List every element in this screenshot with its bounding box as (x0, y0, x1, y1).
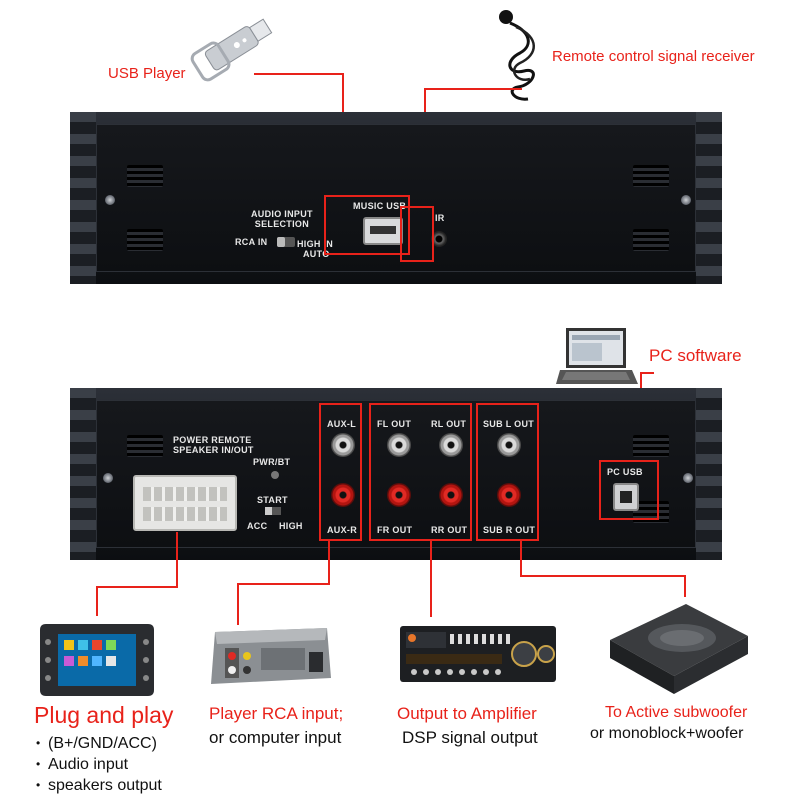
pwr-bt-label: PWR/BT (253, 457, 291, 467)
auto-label: AUTO (303, 249, 330, 259)
laptop-icon (556, 328, 638, 384)
power-speaker-harness-connector[interactable] (133, 475, 237, 531)
player-rca-subtitle: or computer input (209, 728, 342, 747)
pc-usb-port[interactable] (613, 483, 639, 511)
high-in-label: HIGH IN (297, 239, 334, 249)
music-usb-label: MUSIC USB (353, 201, 407, 211)
aux-r-jack[interactable] (331, 483, 355, 507)
player-rca-title: Player RCA input; (209, 704, 344, 723)
plug-and-play-title: Plug and play (34, 702, 174, 728)
sub-r-out-jack[interactable] (497, 483, 521, 507)
rl-out-jack[interactable] (439, 433, 463, 457)
aux-l-jack[interactable] (331, 433, 355, 457)
speaker-in-out-label: SPEAKER IN/OUT (173, 445, 254, 455)
pc-usb-label: PC USB (607, 467, 643, 477)
subwoofer-icon (610, 604, 748, 694)
fl-out-label: FL OUT (377, 419, 412, 429)
high-label: HIGH (279, 521, 303, 531)
ir-label: IR (435, 213, 445, 223)
pc-software-label: PC software (649, 346, 742, 365)
aux-l-label: AUX-L (327, 419, 356, 429)
rca-player-icon (211, 628, 331, 684)
car-head-unit-icon (40, 624, 154, 696)
fl-out-jack[interactable] (387, 433, 411, 457)
active-subwoofer-subtitle: or monoblock+woofer (590, 725, 744, 742)
ir-receiver-cable-icon (499, 10, 535, 101)
music-usb-port[interactable] (363, 217, 403, 245)
acc-label: ACC (247, 521, 268, 531)
usb-stick-icon (190, 18, 273, 82)
input-select-switch[interactable] (277, 237, 295, 247)
amplifier-bottom-face: POWER REMOTE SPEAKER IN/OUT PWR/BT START… (70, 388, 722, 560)
fr-out-label: FR OUT (377, 525, 413, 535)
start-label: START (257, 495, 288, 505)
ir-jack[interactable] (431, 231, 447, 247)
usb-player-label: USB Player (108, 65, 186, 82)
start-switch[interactable] (265, 507, 281, 515)
aux-r-label: AUX-R (327, 525, 357, 535)
pwr-bt-led (271, 471, 279, 479)
sub-l-out-jack[interactable] (497, 433, 521, 457)
sub-l-out-label: SUB L OUT (483, 419, 535, 429)
amplifier-icon (400, 626, 556, 682)
output-amplifier-title: Output to Amplifier (397, 704, 537, 723)
audio-input-selection-label: AUDIO INPUT SELECTION (251, 209, 313, 229)
output-amplifier-subtitle: DSP signal output (402, 728, 538, 747)
plug-item: Audio input (36, 754, 162, 775)
plug-item: speakers output (36, 775, 162, 796)
plug-item: (B+/GND/ACC) (36, 733, 162, 754)
amplifier-top-face: AUDIO INPUT SELECTION RCA IN HIGH IN AUT… (70, 112, 722, 284)
rca-in-label: RCA IN (235, 237, 268, 247)
plug-and-play-list: (B+/GND/ACC) Audio input speakers output (36, 733, 162, 796)
active-subwoofer-title: To Active subwoofer (605, 704, 748, 721)
sub-r-out-label: SUB R OUT (483, 525, 536, 535)
power-remote-label: POWER REMOTE (173, 435, 252, 445)
rl-out-label: RL OUT (431, 419, 467, 429)
fr-out-jack[interactable] (387, 483, 411, 507)
remote-receiver-label: Remote control signal receiver (552, 48, 755, 65)
rr-out-jack[interactable] (439, 483, 463, 507)
rr-out-label: RR OUT (431, 525, 468, 535)
